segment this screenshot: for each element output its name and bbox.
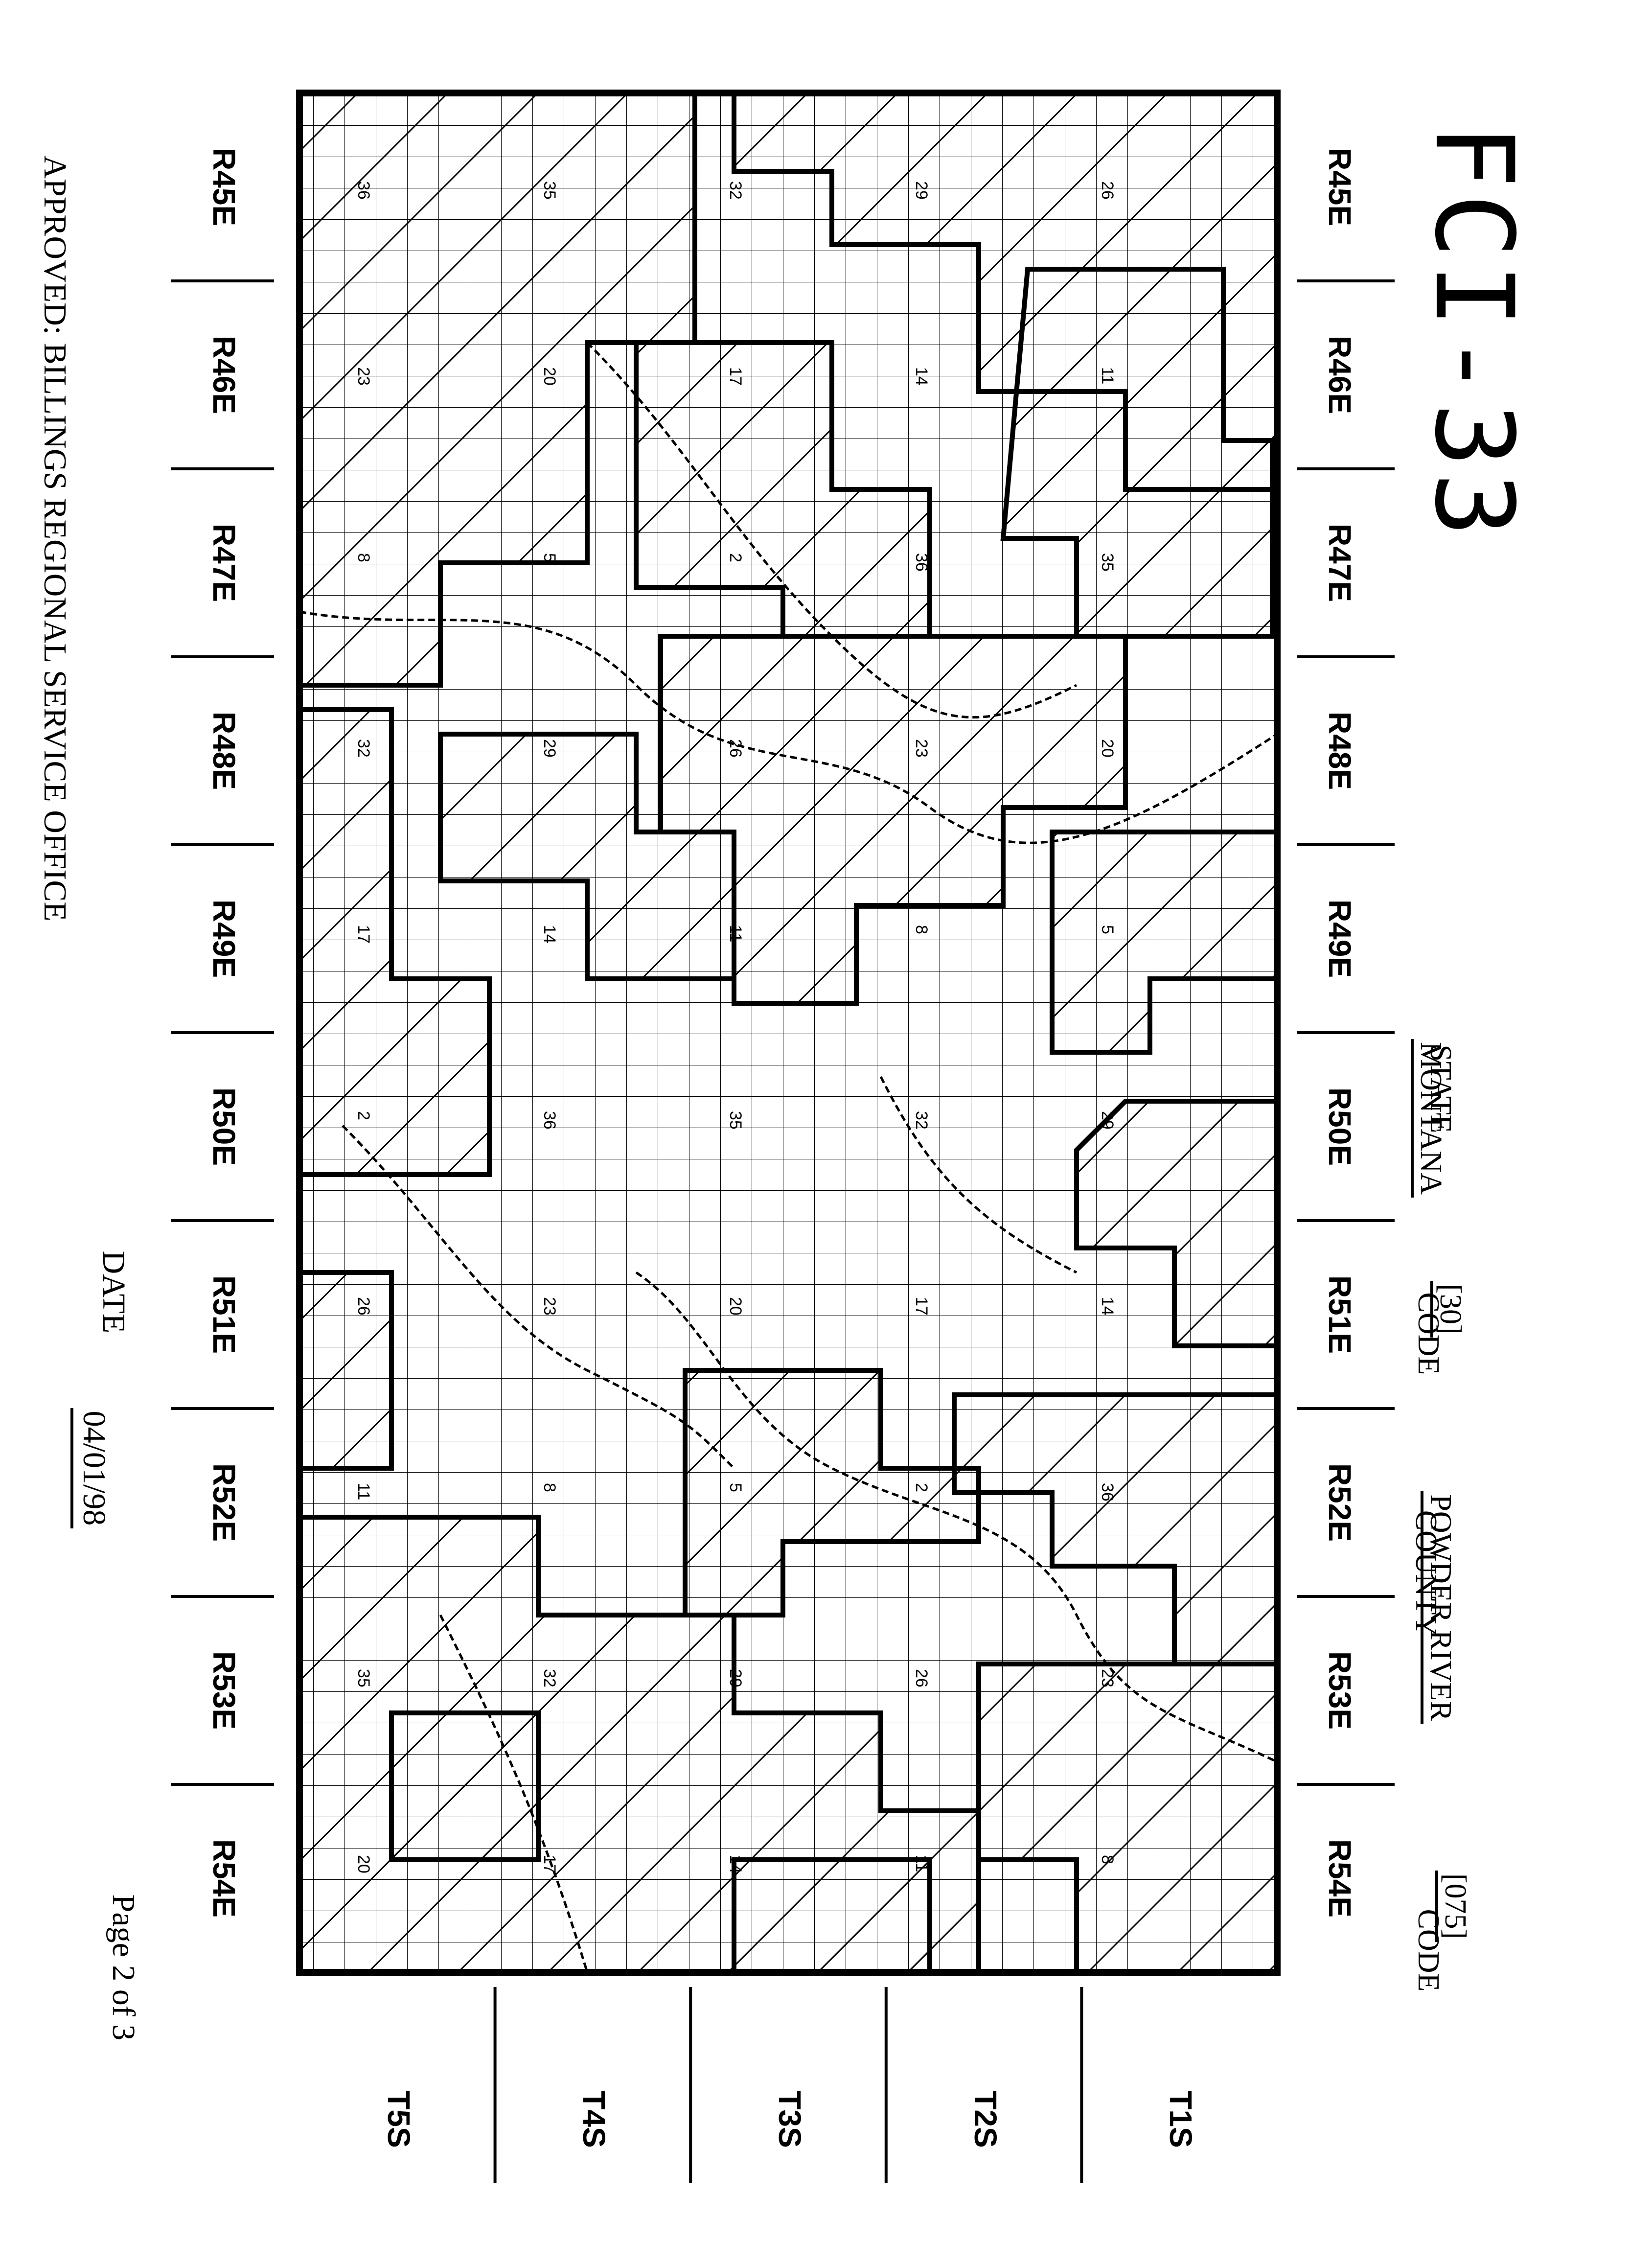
range-label-left: R50E: [206, 1087, 242, 1166]
range-label-left: R54E: [206, 1839, 242, 1918]
section-number: 20: [1098, 739, 1117, 758]
section-number: 32: [726, 181, 745, 200]
section-number: 2: [912, 1483, 931, 1492]
range-label-right: R45E: [1322, 147, 1357, 227]
range-label-left: R47E: [206, 523, 242, 602]
section-number: 5: [1098, 925, 1117, 934]
road-line: [299, 610, 1278, 844]
hatched-region: [658, 634, 1128, 1006]
section-number: 23: [912, 739, 931, 758]
range-label-right: R51E: [1322, 1275, 1357, 1354]
range-label-right: R54E: [1322, 1839, 1357, 1918]
hatched-areas: [297, 91, 1280, 1975]
date-label: DATE: [96, 1250, 132, 1334]
range-label-right: R50E: [1322, 1087, 1357, 1166]
section-number: 26: [726, 739, 745, 758]
section-number: 17: [540, 1855, 559, 1873]
section-number: 29: [726, 1669, 745, 1687]
range-label-left: R48E: [206, 711, 242, 790]
section-number: 36: [354, 181, 373, 200]
section-number: 20: [354, 1855, 373, 1873]
range-label-right: R47E: [1322, 523, 1357, 602]
section-number: 11: [1098, 367, 1117, 384]
section-number: 11: [354, 1483, 373, 1500]
section-number: 32: [354, 739, 373, 758]
section-number: 36: [912, 553, 931, 572]
section-number: 32: [912, 1111, 931, 1130]
section-number: 5: [726, 1483, 745, 1492]
section-number: 36: [540, 1111, 559, 1130]
range-label-right: R53E: [1322, 1651, 1357, 1730]
approved-line: APPROVED: BILLINGS REGIONAL SERVICE OFFI…: [37, 155, 73, 922]
section-number: 26: [354, 1297, 373, 1316]
section-number: 35: [726, 1111, 745, 1130]
section-number: 8: [912, 925, 931, 934]
township-label: T4S: [576, 2090, 612, 2148]
range-label-right: R48E: [1322, 711, 1357, 790]
section-number: 29: [540, 739, 559, 758]
township-label: T3S: [772, 2090, 807, 2148]
road-line: [586, 342, 1078, 719]
section-number: 29: [912, 181, 931, 200]
roads-and-streams: [299, 342, 1278, 1973]
range-label-left: R51E: [206, 1275, 242, 1354]
hatched-region: [297, 91, 697, 688]
road-line: [879, 1076, 1078, 1274]
section-number: 20: [726, 1297, 745, 1316]
section-number: 35: [540, 181, 559, 200]
section-number: 14: [540, 925, 559, 944]
section-number: 8: [354, 553, 373, 562]
hatched-region: [297, 1270, 394, 1471]
hatched-region: [1000, 267, 1275, 639]
section-number: 35: [1098, 553, 1117, 572]
range-township-ticks: [171, 279, 1395, 2183]
section-number: 17: [354, 925, 373, 944]
range-label-right: R49E: [1322, 899, 1357, 978]
township-label: T5S: [381, 2090, 416, 2148]
range-label-right: R52E: [1322, 1463, 1357, 1542]
section-number: 11: [912, 1855, 931, 1872]
page-number: Page 2 of 3: [106, 1894, 141, 2041]
township-label: T1S: [1163, 2090, 1199, 2148]
section-number: 14: [1098, 1297, 1117, 1316]
section-number: 17: [726, 367, 745, 386]
road-line: [635, 1271, 1278, 1763]
section-number: 14: [726, 1855, 745, 1873]
section-number: 23: [354, 367, 373, 386]
range-label-left: R46E: [206, 335, 242, 415]
road-line: [439, 1614, 589, 1973]
range-label-left: R52E: [206, 1463, 242, 1542]
range-label-left: R53E: [206, 1651, 242, 1730]
hatched-region: [732, 1857, 932, 1975]
section-number: 8: [540, 1483, 559, 1492]
section-number: 26: [1098, 181, 1117, 200]
range-label-right: R46E: [1322, 335, 1357, 415]
section-number: 14: [912, 367, 931, 386]
section-number: 29: [1098, 1111, 1117, 1130]
section-number: 20: [540, 367, 559, 386]
section-number: 23: [1098, 1669, 1117, 1687]
road-line: [342, 1125, 735, 1469]
range-label-left: R49E: [206, 899, 242, 978]
section-number: 2: [354, 1111, 373, 1120]
section-number: 36: [1098, 1483, 1117, 1502]
range-label-left: R45E: [206, 147, 242, 227]
section-number: 32: [540, 1669, 559, 1687]
section-number: 5: [540, 553, 559, 562]
hatched-region: [389, 1710, 541, 1862]
date-value: 04/01/98: [70, 1365, 113, 1571]
township-label: T2S: [967, 2090, 1003, 2148]
section-number: 11: [726, 925, 745, 942]
section-number: 35: [354, 1669, 373, 1687]
section-number: 26: [912, 1669, 931, 1687]
section-number: 2: [726, 553, 745, 562]
section-number: 8: [1098, 1855, 1117, 1864]
section-number: 23: [540, 1297, 559, 1316]
section-number-labels: 36 35 32 29 26 23 20 17 14 11 8 5 2 36 35 32 29 26 23 20 17 1…: [354, 181, 1117, 1873]
section-number: 17: [912, 1297, 931, 1316]
map-border: [296, 90, 1281, 1976]
